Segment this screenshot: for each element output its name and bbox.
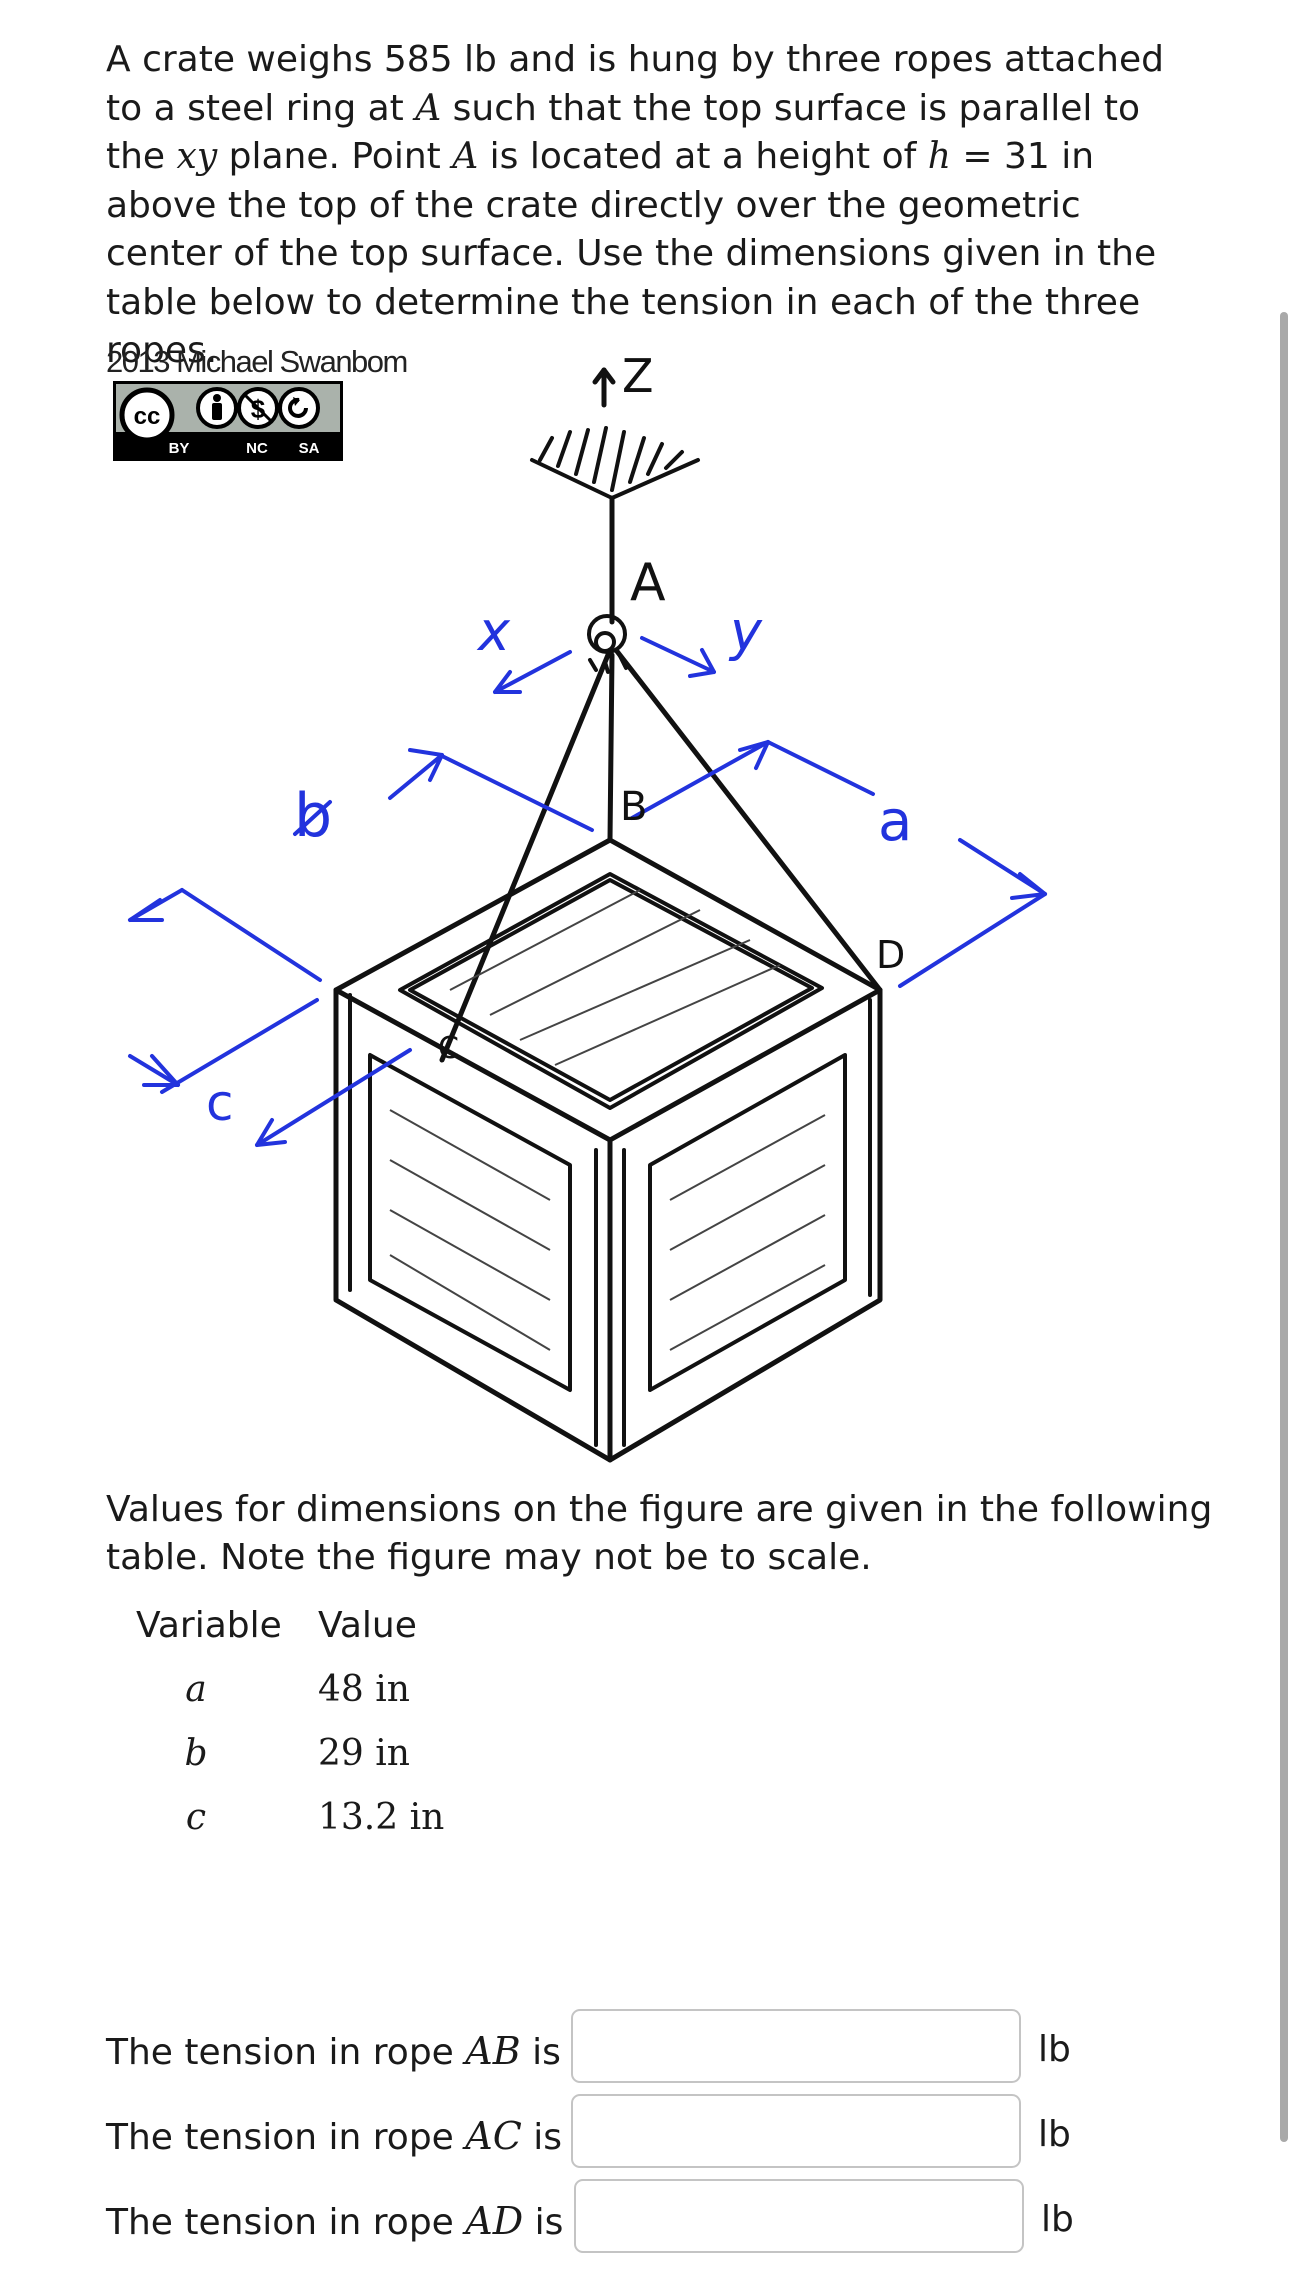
table-header-value: Value [318,1605,417,1646]
problem-text: A crate weighs 585 lb and is hung by thr… [106,39,1164,129]
z-axis-arrow [592,367,616,408]
axis-x-label: x [476,600,511,663]
cc-icon: cc [119,387,175,443]
crate-top-inner [408,878,814,1102]
tension-ab-input[interactable] [571,2009,1021,2083]
dimension-c [128,998,412,1147]
tension-ac-input[interactable] [571,2094,1021,2168]
table-variable-c: c [185,1797,207,1838]
crate-left-panel [368,1053,572,1392]
cc-license-badge: cc $ BY NC SA [113,381,343,461]
rope-name-ab: AB [465,2029,521,2073]
by-icon [196,387,238,429]
dimension-a-label: a [878,789,912,854]
page-scrollbar[interactable] [1280,312,1288,2142]
table-variable-b: b [184,1733,208,1774]
dimension-b-label: b [294,781,332,851]
answer-suffix: is [521,2117,562,2158]
dimension-b [128,748,594,982]
answer-suffix: is [523,2202,564,2243]
problem-text: is located at a height of [478,136,928,177]
point-b-label: B [620,784,647,830]
rope-ad [613,647,883,993]
y-axis-arrow [640,636,716,678]
tension-ad-input[interactable] [574,2179,1024,2253]
answer-label-ad: The tension in rope AD is [106,2199,563,2243]
point-c-label: C [438,1031,459,1066]
problem-text: such that the top surface is parallel to… [106,87,1141,178]
axis-z-label: Z [622,350,654,403]
table-value-b: 29 in [318,1733,410,1774]
axis-y-label: y [728,600,763,663]
problem-text: plane. Point [217,136,453,177]
unit-label-ac: lb [1038,2114,1071,2155]
math-xy: xy [176,136,218,177]
rope-ac [439,647,613,1063]
answer-prefix: The tension in rope [106,2032,466,2073]
x-axis-arrow [493,650,572,694]
crate-right-panel [648,1053,847,1392]
math-h: h [927,136,951,177]
crate-top-frame [398,872,824,1110]
crate-figure: Z A B C D x y b a c [128,350,1047,1463]
svg-text:cc: cc [134,403,161,430]
license-by-label: BY [169,440,190,457]
table-header-variable: Variable [136,1605,282,1646]
sa-icon [278,387,320,429]
license-nc-label: NC [246,440,268,457]
table-note: Values for dimensions on the figure are … [106,1489,1213,1578]
math-point-a: A [415,87,442,129]
answer-suffix: is [520,2032,561,2073]
math-point-a: A [452,136,479,177]
point-a-label: A [630,553,666,613]
table-value-c: 13.2 in [318,1797,445,1838]
figure-credit: 2013 Michael Swanbom [106,344,408,379]
table-value-a: 48 in [318,1669,410,1710]
license-sa-label: SA [299,440,320,457]
steel-ring [587,614,628,674]
rope-ab [607,652,615,843]
problem-text: = 31 in above the top of the crate direc… [106,136,1157,371]
answer-prefix: The tension in rope [106,2202,466,2243]
nc-icon: $ [237,387,279,429]
wood-grain [389,889,826,1351]
dimension-a [630,740,1047,988]
rope-name-ac: AC [465,2114,522,2158]
dimension-c-label: c [206,1074,234,1132]
answer-label-ac: The tension in rope AC is [106,2114,562,2158]
answer-label-ab: The tension in rope AB is [106,2029,561,2073]
unit-label-ab: lb [1038,2029,1071,2070]
crate-right-face [607,987,883,1463]
rope-name-ad: AD [465,2199,524,2243]
answer-prefix: The tension in rope [106,2117,466,2158]
crate-left-face [333,987,613,1463]
table-variable-a: a [185,1669,207,1710]
unit-label-ad: lb [1041,2199,1074,2240]
ceiling-support [530,426,700,500]
point-d-label: D [876,933,905,977]
problem-statement: A crate weighs 585 lb and is hung by thr… [106,36,1186,376]
